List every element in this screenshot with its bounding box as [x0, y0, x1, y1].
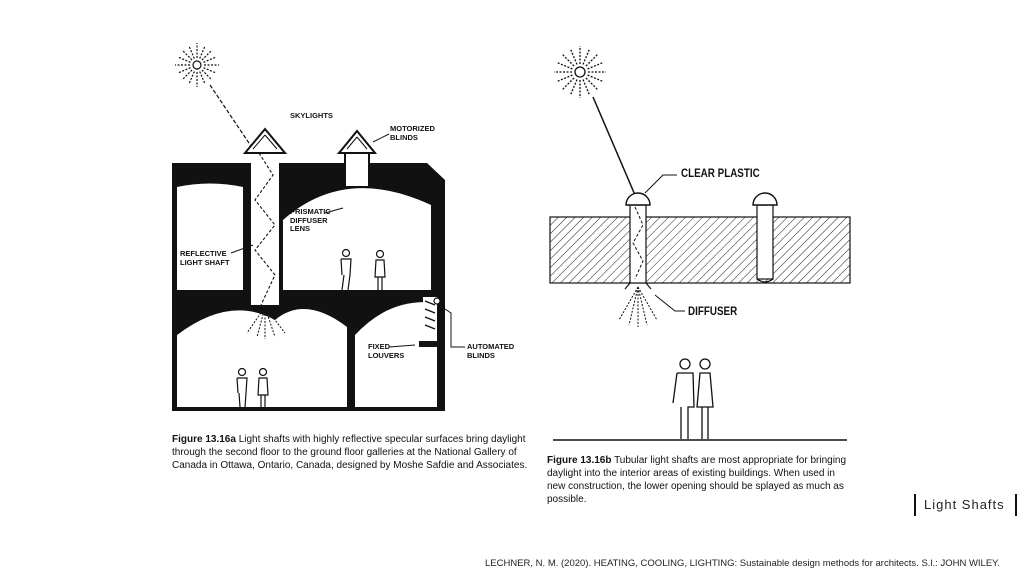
citation: LECHNER, N. M. (2020). HEATING, COOLING,… — [485, 558, 1000, 569]
slide-title: Light Shafts — [914, 494, 1017, 516]
label-fixed-louvers: FIXED LOUVERS — [368, 342, 405, 360]
ceiling-slab — [549, 192, 851, 290]
sun-icon — [175, 43, 219, 87]
person-figure — [672, 358, 714, 439]
sun-icon — [554, 46, 606, 98]
figure-a-drawing — [172, 43, 465, 411]
figure-a-caption-text: Light shafts with highly reflective spec… — [172, 434, 528, 471]
label-prismatic-diffuser-lens: PRISMATIC DIFFUSER LENS — [290, 207, 331, 233]
label-skylights: SKYLIGHTS — [290, 111, 333, 120]
figure-b-caption: Figure 13.16b Tubular light shafts are m… — [547, 454, 847, 506]
figure-b-drawing — [549, 46, 851, 441]
label-clear-plastic: CLEAR PLASTIC — [681, 166, 760, 180]
label-automated-blinds: AUTOMATED BLINDS — [467, 342, 515, 360]
building-section — [172, 127, 445, 411]
person-figure — [340, 248, 386, 291]
figure-a-caption: Figure 13.16a Light shafts with highly r… — [172, 433, 544, 472]
label-diffuser: DIFFUSER — [688, 304, 738, 318]
figure-b-caption-label: Figure 13.16b — [547, 455, 612, 466]
label-reflective-light-shaft: REFLECTIVE LIGHT SHAFT — [180, 249, 230, 267]
person-figure — [236, 367, 269, 408]
figure-a-caption-label: Figure 13.16a — [172, 434, 236, 445]
label-motorized-blinds: MOTORIZED BLINDS — [390, 124, 435, 142]
figure-b-caption-text: Tubular light shafts are most appropriat… — [547, 455, 847, 505]
